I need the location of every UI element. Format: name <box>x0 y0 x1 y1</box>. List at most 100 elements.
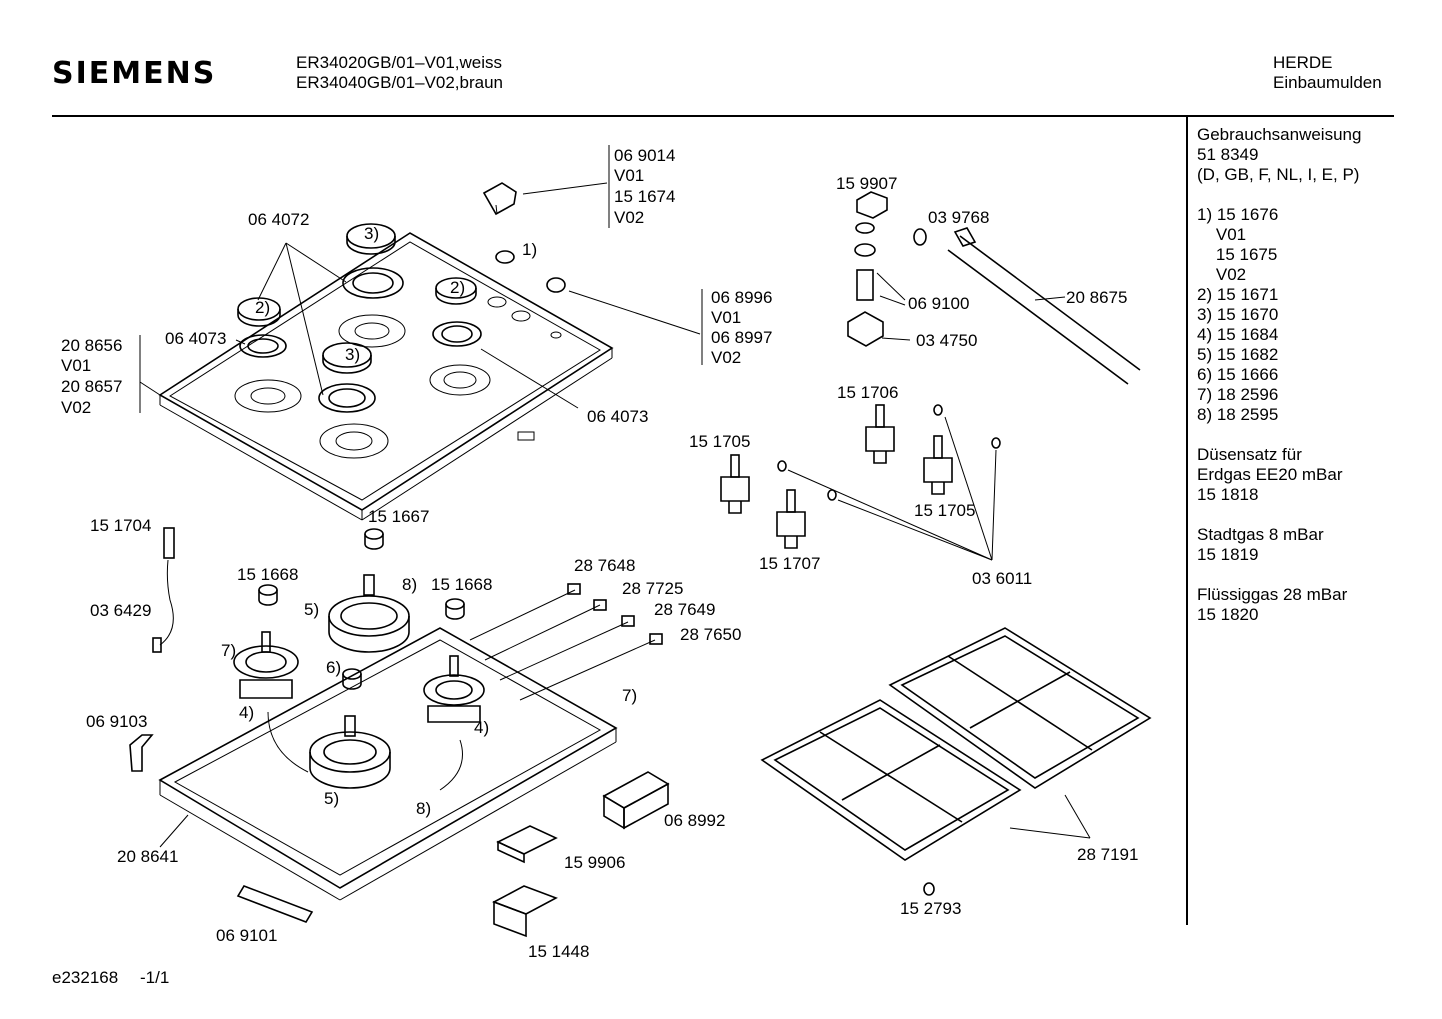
legend-spacer <box>1197 425 1361 445</box>
legend-line: 2) 15 1671 <box>1197 285 1279 304</box>
small-caps <box>258 528 465 690</box>
control-knob <box>482 182 517 216</box>
label-ref-4: 4) <box>474 718 490 737</box>
brand-logo: SIEMENS <box>52 56 217 91</box>
burner-bodies <box>233 574 485 789</box>
label-151704: 15 1704 <box>90 516 152 535</box>
legend-line: 8) 18 2595 <box>1197 405 1279 424</box>
label-151668: 15 1668 <box>237 565 299 584</box>
label-ref-6: 6) <box>326 658 342 677</box>
terminal-159906 <box>496 825 558 864</box>
legend-spacer <box>1197 185 1361 205</box>
leader-lines <box>139 145 703 413</box>
label-287650: 28 7650 <box>680 625 742 644</box>
label-151705: 15 1705 <box>689 432 751 451</box>
label-151705: 15 1705 <box>914 501 976 520</box>
label-151707: 15 1707 <box>759 554 821 573</box>
label-ref-3: 3) <box>345 345 361 364</box>
legend-line: Flüssiggas 28 mBar <box>1197 585 1348 604</box>
label-287648: 28 7648 <box>574 556 636 575</box>
label-ref-8: 8) <box>416 799 432 818</box>
label-ref-5: 5) <box>324 789 340 808</box>
label-064073: 06 4073 <box>587 407 649 426</box>
label-208657: 20 8657 <box>61 377 123 396</box>
category-line-1: HERDE <box>1273 53 1333 72</box>
small-clip <box>517 431 535 441</box>
label-287191: 28 7191 <box>1077 845 1139 864</box>
label-v02: V02 <box>711 348 742 367</box>
label-151706: 15 1706 <box>837 383 899 402</box>
pan-supports <box>760 627 1152 896</box>
legend-line: 5) 15 1682 <box>1197 345 1279 364</box>
label-068992: 06 8992 <box>664 811 726 830</box>
label-208641: 20 8641 <box>117 847 179 866</box>
legend-line: 15 1820 <box>1197 605 1259 624</box>
label-v01: V01 <box>614 166 645 185</box>
label-036011: 03 6011 <box>972 569 1033 588</box>
legend-line: Gebrauchsanweisung <box>1197 125 1362 144</box>
legend-line: 7) 18 2596 <box>1197 385 1279 404</box>
label-v02: V02 <box>614 208 645 227</box>
label-ref-2: 2) <box>450 278 466 297</box>
ignition-lead <box>152 527 175 653</box>
label-152793: 15 2793 <box>900 899 962 918</box>
model-line-2: ER34040GB/01–V02,braun <box>296 73 503 92</box>
label-v02: V02 <box>61 398 92 417</box>
label-ref-5: 5) <box>304 600 320 619</box>
bracket-069103 <box>129 734 154 772</box>
gas-pipes <box>267 583 663 791</box>
label-064072: 06 4072 <box>248 210 310 229</box>
legend-line: Erdgas EE20 mBar <box>1197 465 1343 484</box>
label-ref-8: 8) <box>402 575 418 594</box>
base-tray <box>158 627 618 901</box>
label-068997: 06 8997 <box>711 328 773 347</box>
cover-151448 <box>492 885 558 938</box>
legend-line: (D, GB, F, NL, I, E, P) <box>1197 165 1360 184</box>
legend-line: 6) 15 1666 <box>1197 365 1279 384</box>
legend-line: 15 1819 <box>1197 545 1259 564</box>
legend-spacer <box>1197 505 1361 525</box>
hob-top-plate <box>158 232 614 521</box>
label-159907: 15 9907 <box>836 174 898 193</box>
switch-068992 <box>602 771 670 830</box>
label-287725: 28 7725 <box>622 579 684 598</box>
label-159906: 15 9906 <box>564 853 626 872</box>
label-ref-4: 4) <box>239 703 255 722</box>
legend-line: Stadtgas 8 mBar <box>1197 525 1324 544</box>
category-line-2: Einbaumulden <box>1273 73 1382 92</box>
label-ref-2: 2) <box>255 298 271 317</box>
label-ref-7: 7) <box>622 686 638 705</box>
label-069100: 06 9100 <box>908 294 970 313</box>
label-ref-1: 1) <box>522 240 538 259</box>
strip-069101 <box>236 885 314 923</box>
legend-line: 15 1675 <box>1197 245 1278 264</box>
gas-taps <box>720 404 1001 561</box>
label-064073: 06 4073 <box>165 329 227 348</box>
gas-inlet-fittings <box>847 191 1141 385</box>
burner-caps <box>237 223 482 413</box>
legend-line: Düsensatz für <box>1197 445 1302 464</box>
label-151667: 15 1667 <box>368 507 430 526</box>
legend-line: 51 8349 <box>1197 145 1259 164</box>
label-151448: 15 1448 <box>528 942 590 961</box>
label-151674: 15 1674 <box>614 187 676 206</box>
knob-part-2 <box>546 277 566 293</box>
label-034750: 03 4750 <box>916 331 978 350</box>
model-line-1: ER34020GB/01–V01,weiss <box>296 53 503 72</box>
label-ref-3: 3) <box>364 224 380 243</box>
label-069101: 06 9101 <box>216 926 278 945</box>
legend-line: V02 <box>1197 265 1247 284</box>
legend-line: 4) 15 1684 <box>1197 325 1279 344</box>
label-036429: 03 6429 <box>90 601 152 620</box>
legend-line: V01 <box>1197 225 1247 244</box>
label-069014: 06 9014 <box>614 146 676 165</box>
doc-id: e232168 <box>52 968 119 987</box>
legend-line: 3) 15 1670 <box>1197 305 1279 324</box>
knob-part-1 <box>495 250 515 264</box>
legend-spacer <box>1197 565 1361 585</box>
legend-line: 1) 15 1676 <box>1197 205 1279 224</box>
label-ref-7: 7) <box>221 641 237 660</box>
page-number: -1/1 <box>140 968 170 987</box>
label-068996: 06 8996 <box>711 288 773 307</box>
legend-line: 15 1818 <box>1197 485 1259 504</box>
